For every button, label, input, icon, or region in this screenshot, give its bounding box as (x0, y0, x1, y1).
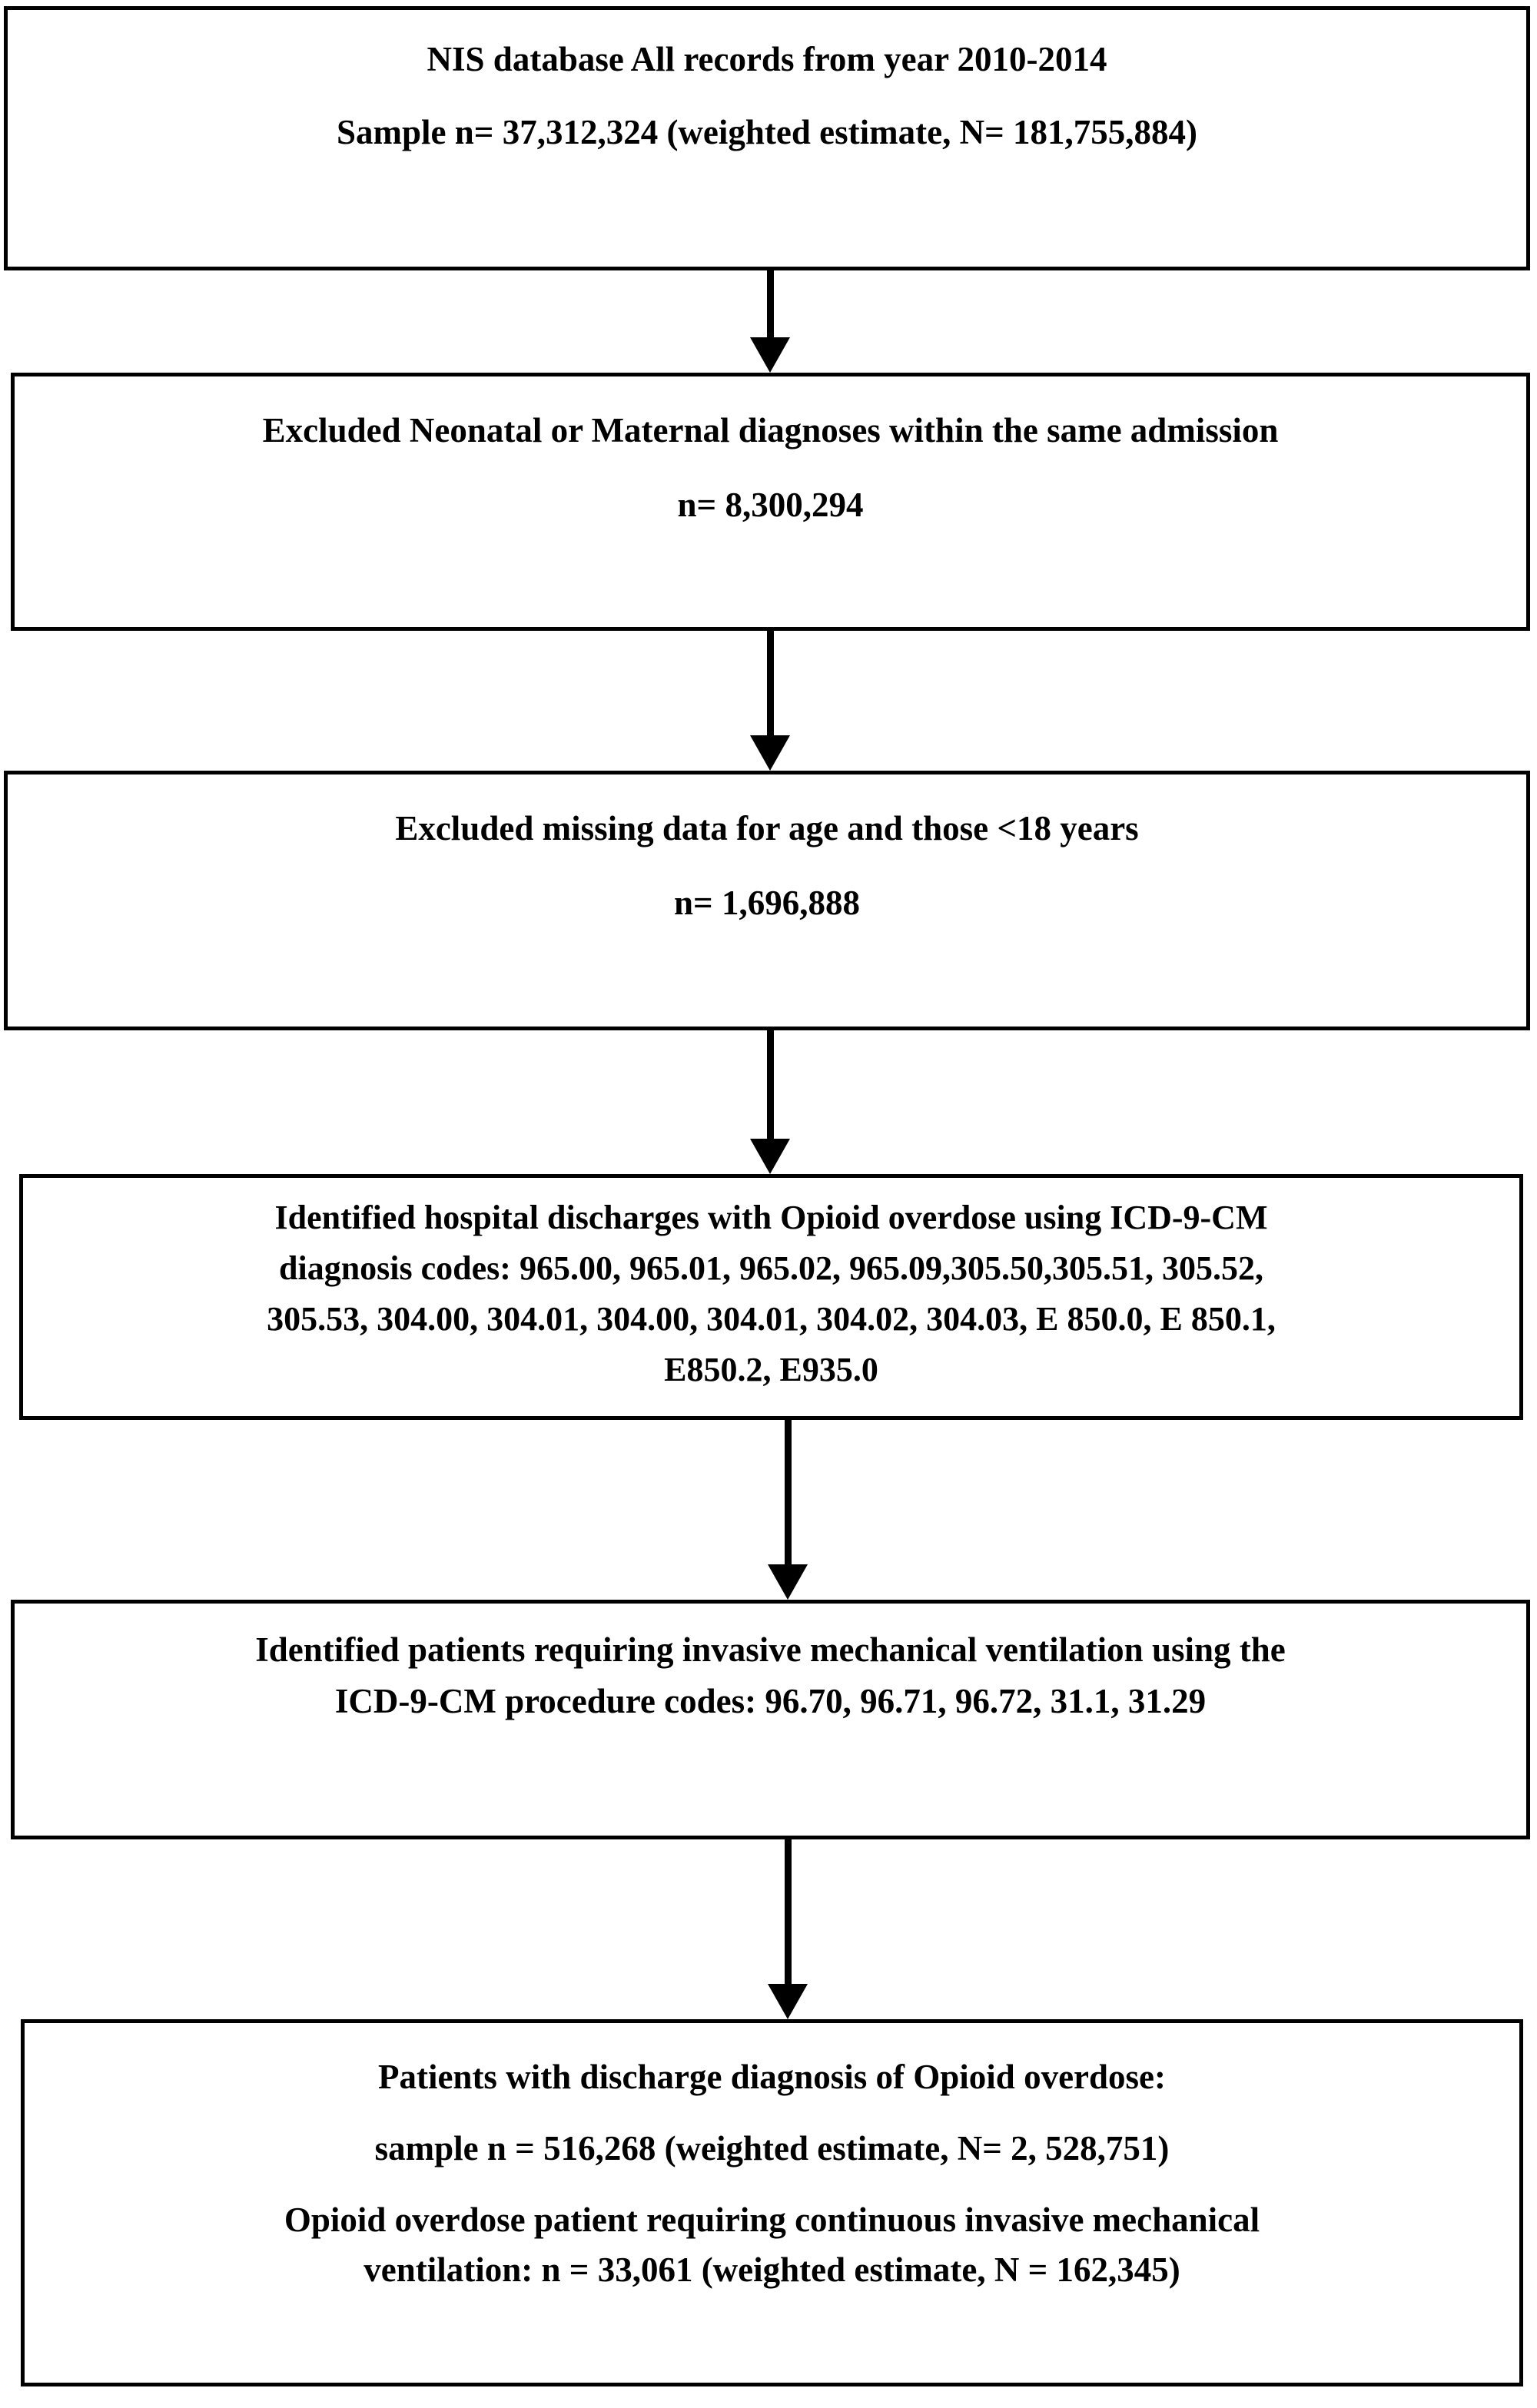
flow-box-identify-opioid-overdose-line-2: diagnosis codes: 965.00, 965.01, 965.02,… (279, 1249, 1263, 1287)
flow-box-final-cohort-line-2: sample n = 516,268 (weighted estimate, N… (374, 2129, 1170, 2168)
arrow-head-icon (768, 1984, 808, 2019)
flow-box-source-records-line-2: Sample n= 37,312,324 (weighted estimate,… (337, 113, 1197, 151)
flow-box-source-records: NIS database All records from year 2010-… (4, 6, 1530, 270)
arrow-shaft (767, 631, 774, 735)
flow-box-exclusion-neonatal-maternal-line-2: n= 8,300,294 (677, 486, 864, 524)
flow-box-final-cohort-line-4: ventilation: n = 33,061 (weighted estima… (364, 2250, 1180, 2289)
arrow-head-icon (750, 1139, 790, 1174)
flow-box-identify-opioid-overdose-line-3: 305.53, 304.00, 304.01, 304.00, 304.01, … (267, 1300, 1276, 1338)
flow-box-source-records-line-1: NIS database All records from year 2010-… (427, 40, 1107, 78)
flow-box-exclusion-age-line-1: Excluded missing data for age and those … (395, 809, 1139, 847)
flow-box-identify-mechanical-ventilation-line-2: ICD-9-CM procedure codes: 96.70, 96.71, … (334, 1682, 1207, 1720)
flow-box-identify-mechanical-ventilation: Identified patients requiring invasive m… (11, 1600, 1530, 1839)
flow-box-identify-opioid-overdose: Identified hospital discharges with Opio… (19, 1174, 1523, 1420)
flow-box-identify-opioid-overdose-line-1: Identified hospital discharges with Opio… (274, 1199, 1268, 1236)
arrow-shaft (785, 1420, 792, 1564)
arrow-head-icon (768, 1564, 808, 1600)
flow-box-final-cohort: Patients with discharge diagnosis of Opi… (21, 2019, 1523, 2386)
flow-box-identify-opioid-overdose-line-4: E850.2, E935.0 (664, 1351, 878, 1388)
flow-box-exclusion-age: Excluded missing data for age and those … (4, 771, 1530, 1030)
flow-box-final-cohort-line-1: Patients with discharge diagnosis of Opi… (377, 2058, 1167, 2096)
flow-box-exclusion-age-line-2: n= 1,696,888 (674, 884, 860, 922)
flow-box-exclusion-neonatal-maternal: Excluded Neonatal or Maternal diagnoses … (11, 373, 1530, 631)
arrow-head-icon (750, 337, 790, 373)
arrow-head-icon (750, 735, 790, 771)
arrow-shaft (767, 1030, 774, 1139)
flow-box-identify-mechanical-ventilation-line-1: Identified patients requiring invasive m… (255, 1630, 1286, 1669)
flow-box-exclusion-neonatal-maternal-line-1: Excluded Neonatal or Maternal diagnoses … (262, 411, 1279, 449)
flow-box-final-cohort-line-3: Opioid overdose patient requiring contin… (284, 2201, 1260, 2239)
arrow-shaft (767, 270, 774, 337)
arrow-shaft (785, 1839, 792, 1984)
